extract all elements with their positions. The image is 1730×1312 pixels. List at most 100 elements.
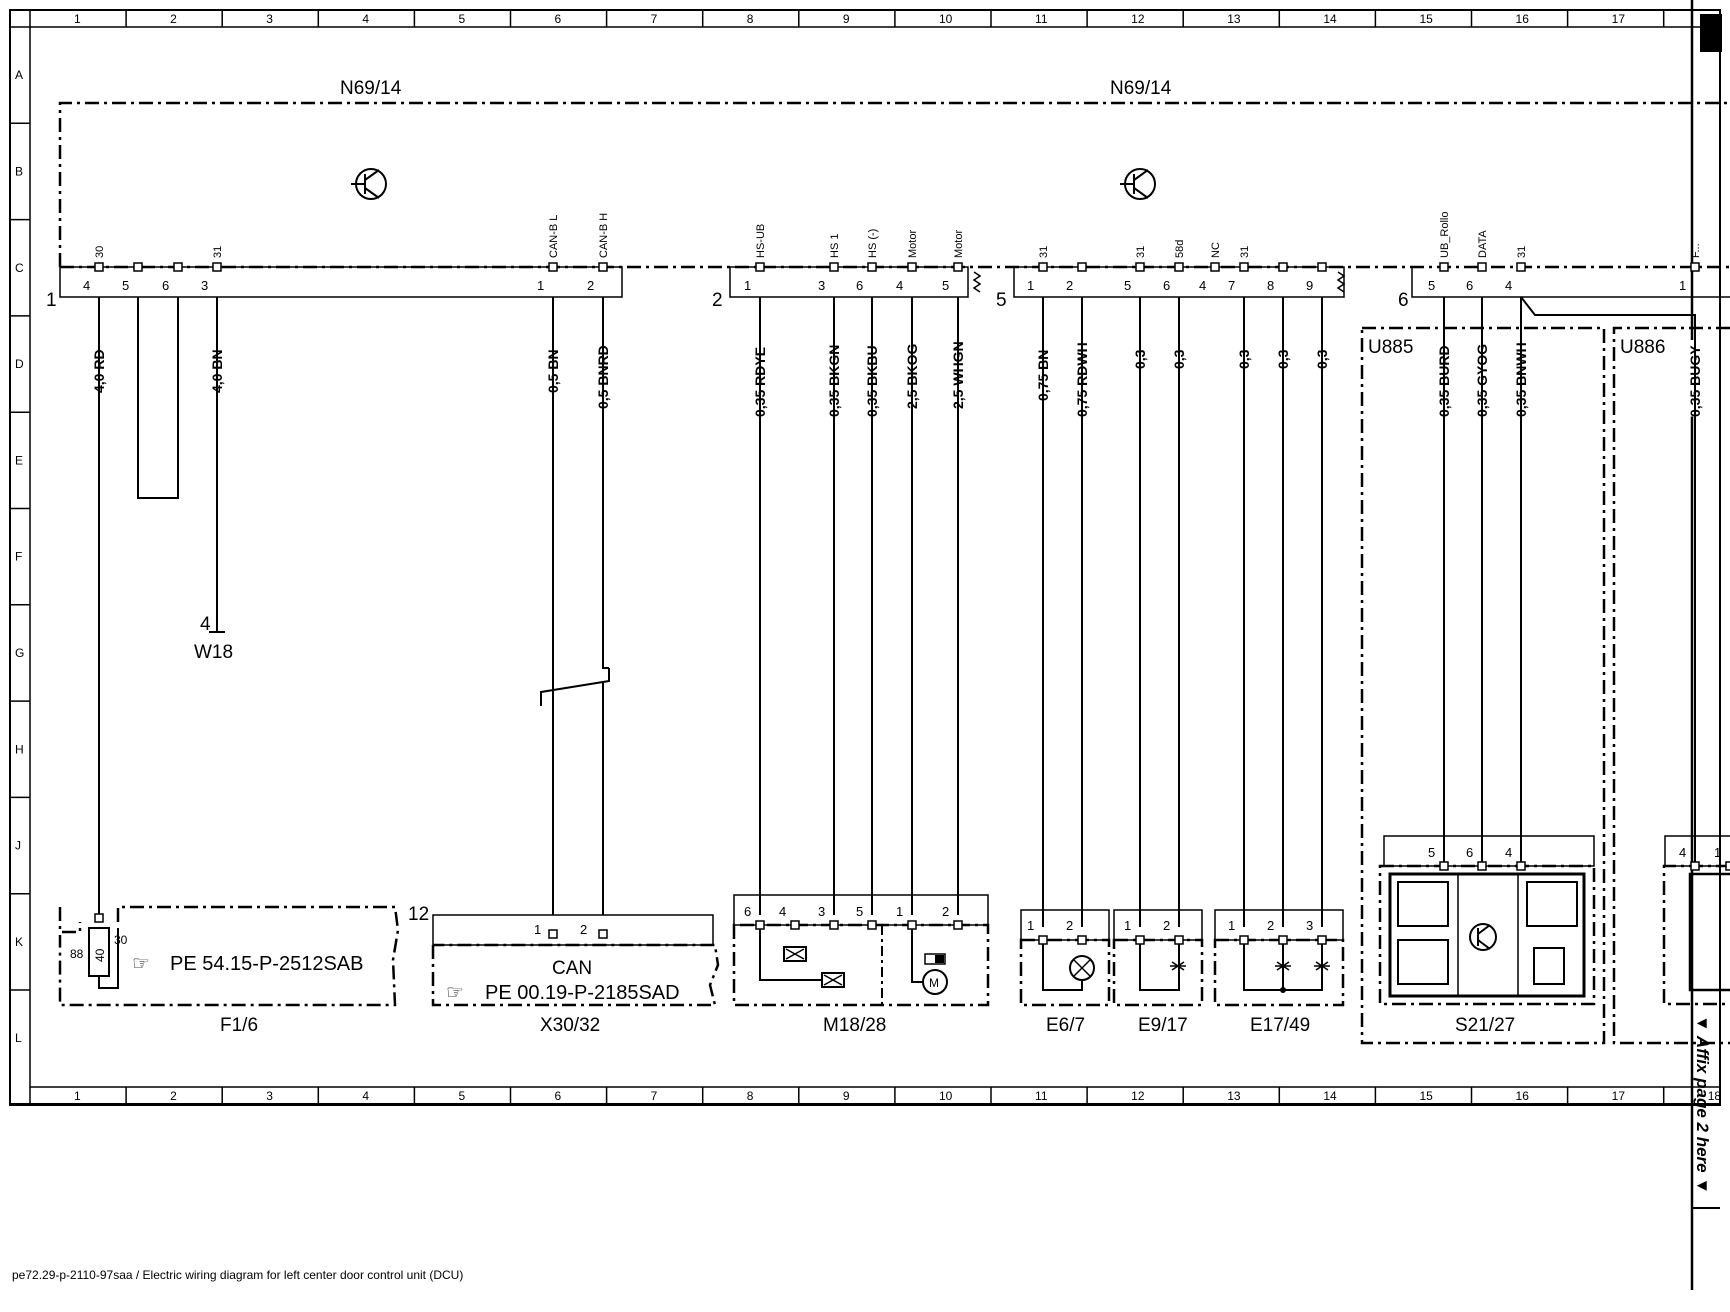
column-number: 2 bbox=[170, 1089, 177, 1103]
row-letter: J bbox=[15, 839, 21, 853]
window-up-icon bbox=[1397, 881, 1449, 927]
pin-terminal bbox=[1477, 262, 1487, 272]
pin-terminal bbox=[94, 262, 104, 272]
column-number: 2 bbox=[170, 12, 177, 26]
pin-number: 8 bbox=[1267, 278, 1274, 293]
component-pin-number: 2 bbox=[1163, 918, 1170, 933]
pin-terminal bbox=[829, 262, 839, 272]
pin-terminal bbox=[1210, 262, 1220, 272]
component-pin-number: 3 bbox=[1306, 918, 1313, 933]
pin-number: 1 bbox=[1027, 278, 1034, 293]
svg-text:M: M bbox=[929, 976, 939, 990]
column-number: 10 bbox=[939, 1089, 953, 1103]
component-pin-number: 3 bbox=[818, 904, 825, 919]
ground-pin: 4 bbox=[200, 614, 211, 635]
row-letter: G bbox=[15, 646, 24, 660]
column-number: 7 bbox=[651, 12, 658, 26]
blind-icon bbox=[1533, 947, 1565, 985]
shield-mark bbox=[1336, 271, 1346, 293]
pin-terminal bbox=[1174, 262, 1184, 272]
row-letter: C bbox=[15, 261, 24, 275]
pin-signal-label: HS-UB bbox=[755, 224, 767, 258]
pin-number: 6 bbox=[1466, 278, 1473, 293]
connector-5-id: 5 bbox=[996, 290, 1007, 311]
component-pin-terminal bbox=[548, 929, 558, 939]
unit-u885-label: U885 bbox=[1368, 337, 1413, 358]
transistor-icon-left bbox=[351, 168, 387, 200]
pin-signal-label: 31 bbox=[1239, 246, 1251, 258]
footer-caption: pe72.29-p-2110-97saa / Electric wiring d… bbox=[12, 1268, 464, 1282]
pin-number: 4 bbox=[83, 278, 90, 293]
pin-number: 7 bbox=[1228, 278, 1235, 293]
connector-1-id: 1 bbox=[46, 290, 57, 311]
column-number: 14 bbox=[1323, 1089, 1337, 1103]
pin-terminal bbox=[907, 262, 917, 272]
svg-text:12: 12 bbox=[408, 904, 429, 925]
component-e6-7: E6/7 bbox=[1046, 1015, 1085, 1036]
pin-number: 5 bbox=[942, 278, 949, 293]
pin-terminal bbox=[1077, 262, 1087, 272]
component-pin-terminal bbox=[790, 920, 800, 930]
column-number: 3 bbox=[266, 12, 273, 26]
column-number: 1 bbox=[74, 1089, 81, 1103]
row-letter: K bbox=[15, 935, 23, 949]
window-down-icon bbox=[1397, 939, 1449, 985]
component-pin-terminal bbox=[1477, 861, 1487, 871]
pin-signal-label: CAN-B H bbox=[598, 213, 610, 258]
component-pin-number: 4 bbox=[779, 904, 786, 919]
row-letter: D bbox=[15, 357, 24, 371]
pin-signal-label: 31 bbox=[1516, 246, 1528, 258]
svg-text:40: 40 bbox=[93, 948, 107, 962]
component-pin-terminal bbox=[829, 920, 839, 930]
connector-6-id: 6 bbox=[1398, 290, 1409, 311]
can-label: CAN bbox=[552, 958, 592, 979]
pin-terminal bbox=[173, 262, 183, 272]
column-number: 9 bbox=[843, 12, 850, 26]
component-f1-6: F1/6 bbox=[220, 1015, 258, 1036]
pin-number: 3 bbox=[201, 278, 208, 293]
column-number: 8 bbox=[747, 1089, 754, 1103]
pin-number: 6 bbox=[162, 278, 169, 293]
pin-number: 5 bbox=[1124, 278, 1131, 293]
component-pin-number: 6 bbox=[744, 904, 751, 919]
component-pin-terminal bbox=[1239, 935, 1249, 945]
page-corner-mark bbox=[1700, 14, 1722, 52]
row-letter: H bbox=[15, 742, 24, 756]
column-number: 11 bbox=[1035, 12, 1048, 26]
shield-mark bbox=[972, 271, 982, 293]
component-e9-17: E9/17 bbox=[1138, 1015, 1188, 1036]
pin-signal-label: CAN-B L bbox=[548, 215, 560, 258]
pin-terminal bbox=[548, 262, 558, 272]
row-letter: B bbox=[15, 164, 23, 178]
component-e17-49: E17/49 bbox=[1250, 1015, 1310, 1036]
wiring bbox=[98, 296, 1696, 927]
component-pin-number: 2 bbox=[942, 904, 949, 919]
component-pin-number: 4 bbox=[1679, 845, 1686, 860]
pin-signal-label: DATA bbox=[1477, 230, 1489, 258]
pin-terminal bbox=[1135, 262, 1145, 272]
pin-terminal bbox=[1317, 262, 1327, 272]
component-pin-terminal bbox=[1278, 935, 1288, 945]
column-number: 17 bbox=[1612, 12, 1626, 26]
pin-terminal bbox=[212, 262, 222, 272]
column-number: 16 bbox=[1516, 12, 1530, 26]
component-pin-terminal bbox=[1077, 935, 1087, 945]
component-pin-number: 4 bbox=[1505, 845, 1512, 860]
column-number: 1 bbox=[74, 12, 81, 26]
component-pin-number: 1 bbox=[1714, 845, 1721, 860]
component-m18-28: M18/28 bbox=[823, 1015, 886, 1036]
column-number: 3 bbox=[266, 1089, 273, 1103]
component-pin-terminal bbox=[1690, 861, 1700, 871]
column-number: 12 bbox=[1131, 1089, 1145, 1103]
pin-signal-label: 30 bbox=[94, 246, 106, 258]
component-pin-terminal bbox=[598, 929, 608, 939]
pin-number: 6 bbox=[1163, 278, 1170, 293]
component-pin-terminal bbox=[1439, 861, 1449, 871]
inner-frame bbox=[29, 26, 1721, 1088]
pin-terminal bbox=[953, 262, 963, 272]
component-pin-terminal bbox=[1135, 935, 1145, 945]
component-pin-terminal bbox=[94, 913, 104, 923]
connector-2-id: 2 bbox=[712, 290, 723, 311]
